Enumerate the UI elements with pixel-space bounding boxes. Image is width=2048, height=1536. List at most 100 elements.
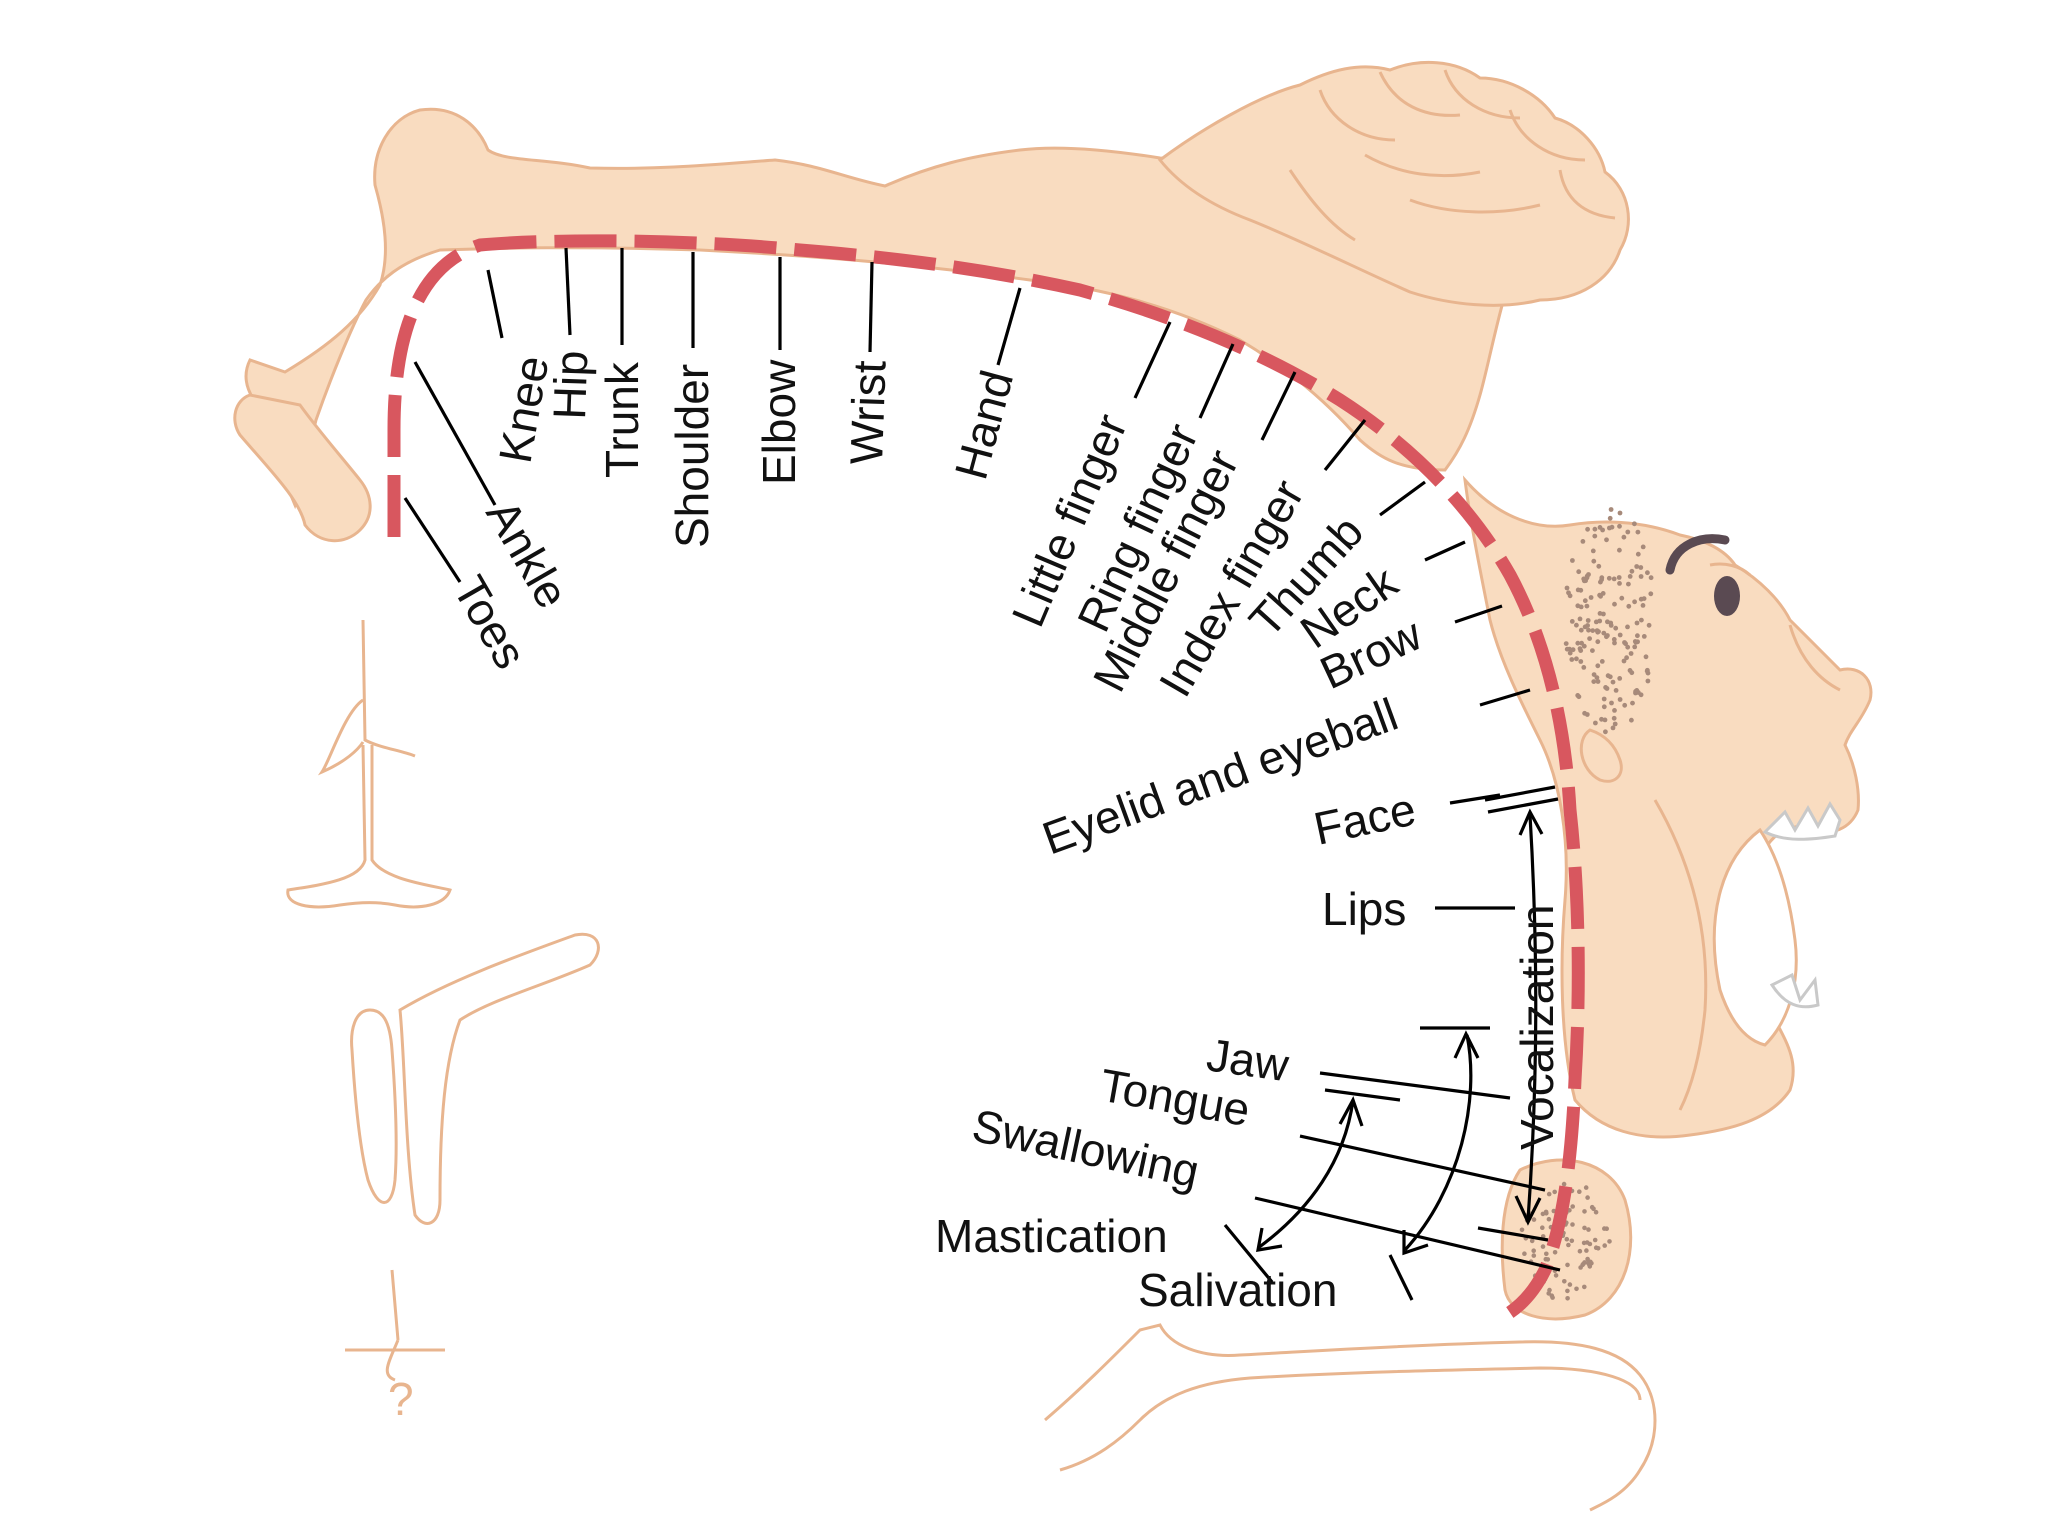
stipple-dot	[1578, 648, 1584, 653]
stipple-dot	[1565, 1296, 1570, 1301]
stipple-dot	[1627, 668, 1633, 673]
stipple-dot	[1581, 643, 1587, 649]
label-hip: Hip	[543, 350, 597, 421]
stipple-dot	[1640, 544, 1646, 550]
stipple-dot	[1632, 599, 1637, 605]
stipple-dot	[1609, 700, 1614, 706]
stipple-dot	[1641, 596, 1647, 601]
finger-lines	[1288, 69, 1616, 242]
eyelid-leader	[1479, 688, 1531, 707]
stipple-dot	[1569, 619, 1575, 624]
stipple-dot	[1570, 1222, 1575, 1227]
stipple-dot	[1575, 640, 1581, 646]
jaw-leader	[1319, 1071, 1511, 1100]
label-shoulder: Shoulder	[666, 364, 718, 548]
stipple-dot	[1597, 592, 1602, 598]
stipple-dot	[1604, 537, 1609, 543]
label-elbow: Elbow	[753, 359, 805, 485]
stipple-dot	[1591, 679, 1597, 684]
foot-drawing	[233, 393, 372, 543]
stipple-dot	[1590, 648, 1595, 653]
stipple-dot	[1582, 1225, 1587, 1231]
eye-drawing	[1714, 576, 1740, 616]
stipple-dot	[1582, 624, 1588, 630]
neck-leader	[1424, 540, 1466, 562]
wrist-leader	[868, 261, 874, 353]
stipple-dot	[1622, 702, 1628, 708]
stipple-dot	[1584, 1248, 1589, 1253]
jaw-arc-arrow	[1403, 1034, 1473, 1252]
stipple-dot	[1581, 1240, 1587, 1246]
stipple-dot	[1564, 1236, 1570, 1242]
stipple-dot	[1567, 650, 1573, 656]
stipple-dot	[1634, 564, 1640, 569]
stipple-dot	[1645, 678, 1651, 684]
stipple-dot	[1569, 1238, 1575, 1244]
stipple-dot	[1588, 595, 1594, 600]
stipple-dot	[1605, 619, 1610, 625]
stipple-dot	[1635, 551, 1641, 557]
stipple-dot	[1589, 1204, 1595, 1210]
stipple-dot	[1607, 515, 1613, 521]
stipple-dot	[1575, 603, 1581, 609]
swallowing-leader	[1254, 1196, 1561, 1272]
stipple-dot	[1580, 1262, 1585, 1268]
stipple-dot	[1617, 632, 1623, 638]
stipple-dot	[1595, 679, 1601, 684]
stipple-dot	[1577, 616, 1583, 622]
stipple-dot	[1599, 659, 1605, 664]
stipple-dot	[1585, 1195, 1590, 1200]
stipple-dot	[1604, 634, 1609, 640]
labels: Toes Ankle Knee Hip Trunk Shoulder Elbow…	[443, 350, 1563, 1316]
stipple-dot	[1590, 628, 1596, 633]
stipple-dot	[1595, 1246, 1601, 1251]
stipple-dot	[1577, 1248, 1583, 1254]
stipple-dot	[1590, 548, 1596, 554]
stipple-dot	[1603, 685, 1608, 690]
stipple-dot	[1632, 639, 1638, 644]
stipple-dot	[1586, 1227, 1591, 1232]
homunculus-body	[233, 60, 1873, 1512]
stipple-dot	[1601, 696, 1607, 702]
stipple-dot	[1576, 694, 1582, 700]
stipple-dot	[1643, 654, 1649, 660]
upper-teeth-drawing	[1762, 801, 1842, 841]
stipple-dot	[1591, 558, 1597, 564]
stipple-dot	[1625, 624, 1630, 630]
face-leader	[1449, 793, 1501, 805]
stipple-dot	[1610, 679, 1616, 685]
label-jaw: Jaw	[1204, 1028, 1293, 1091]
gut-drawing	[1044, 1323, 1657, 1512]
stipple-dot	[1578, 659, 1584, 664]
stipple-dot	[1621, 658, 1627, 664]
stipple-dot	[1585, 618, 1591, 623]
stipple-dot	[1639, 617, 1644, 623]
stipple-dot	[1574, 1286, 1579, 1292]
stipple-dot	[1603, 729, 1608, 735]
stipple-dot	[1578, 627, 1584, 633]
stipple-dot	[1550, 1295, 1555, 1300]
stipple-dot	[1629, 717, 1634, 723]
lower-outline-shape	[345, 1269, 445, 1382]
stipple-dot	[1583, 1185, 1589, 1190]
stipple-dot	[1611, 637, 1617, 642]
stipple-dot	[1625, 644, 1631, 650]
stipple-dot	[1617, 547, 1622, 553]
toes-leader	[403, 497, 462, 583]
brow-leader	[1454, 604, 1503, 624]
stipple-dot	[1612, 708, 1617, 713]
stipple-dot	[1570, 647, 1576, 653]
motor-cortex-line	[387, 234, 1585, 1327]
stipple-dot	[1576, 569, 1582, 575]
stipple-dot	[1617, 676, 1623, 681]
stipple-dot	[1645, 667, 1650, 673]
stipple-dot	[1595, 663, 1601, 669]
stipple-dot	[1565, 1288, 1570, 1294]
stipple-dot	[1648, 575, 1654, 581]
stipple-dot	[1546, 1191, 1552, 1197]
tongue-leader	[1299, 1134, 1546, 1192]
stipple-dot	[1552, 1189, 1557, 1195]
jaw-arc-arrowhead-top	[1453, 1030, 1480, 1059]
tongue-upper-bar	[1324, 1088, 1401, 1102]
tongue-arc-arrow	[1257, 1099, 1355, 1250]
